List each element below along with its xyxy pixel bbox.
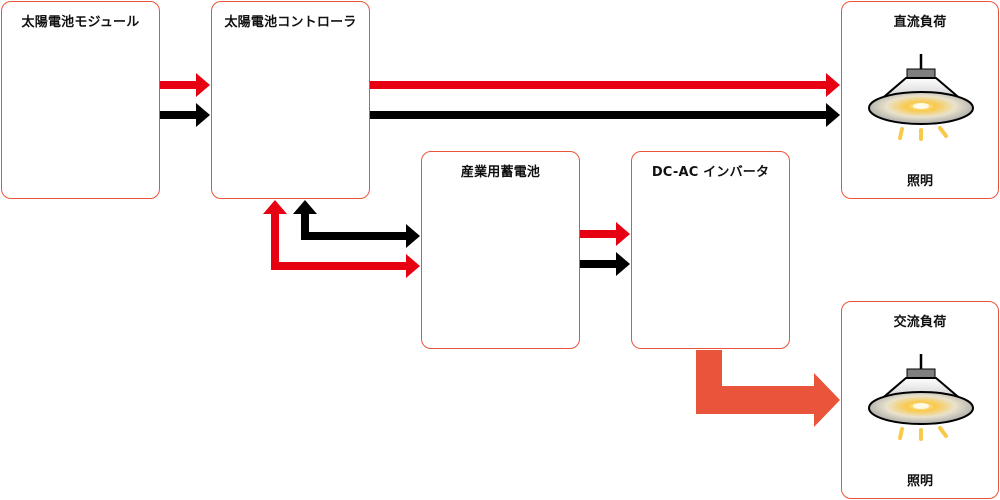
node-controller[interactable]: 太陽電池コントローラ bbox=[211, 1, 370, 199]
node-inverter-label: DC-AC インバータ bbox=[651, 165, 770, 180]
pendant-lamp-icon bbox=[868, 354, 974, 441]
node-solar-module-label: 太陽電池モジュール bbox=[21, 15, 140, 30]
node-battery[interactable]: 産業用蓄電池 bbox=[421, 151, 580, 349]
edge-controller-to-dcload-negative bbox=[370, 103, 840, 127]
node-battery-label: 産業用蓄電池 bbox=[460, 165, 541, 180]
edge-inverter-to-acload bbox=[696, 350, 840, 427]
node-ac-load[interactable]: 交流負荷 照明 bbox=[841, 301, 999, 499]
edge-controller-to-dcload-positive bbox=[370, 73, 840, 97]
node-inverter[interactable]: DC-AC インバータ bbox=[631, 151, 790, 349]
node-solar-module[interactable]: 太陽電池モジュール bbox=[1, 1, 160, 199]
node-dc-load[interactable]: 直流負荷 照明 bbox=[841, 1, 999, 199]
edge-solar-to-controller-positive bbox=[160, 73, 210, 97]
edge-controller-battery-negative bbox=[293, 200, 420, 248]
edge-battery-to-inverter-positive bbox=[580, 222, 630, 246]
edge-controller-battery-positive bbox=[263, 200, 420, 278]
node-ac-load-caption: 照明 bbox=[906, 474, 933, 489]
node-dc-load-label: 直流負荷 bbox=[893, 15, 947, 30]
node-ac-load-label: 交流負荷 bbox=[893, 315, 947, 330]
pendant-lamp-icon bbox=[868, 54, 974, 141]
node-dc-load-caption: 照明 bbox=[906, 174, 933, 189]
edge-battery-to-inverter-negative bbox=[580, 252, 630, 276]
edge-solar-to-controller-negative bbox=[160, 103, 210, 127]
node-controller-label: 太陽電池コントローラ bbox=[224, 15, 357, 30]
